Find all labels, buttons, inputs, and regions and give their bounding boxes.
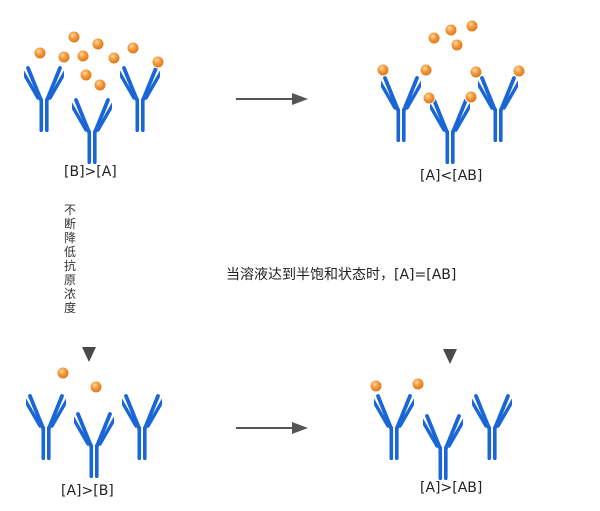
- antigen-icon: [89, 380, 103, 394]
- label-bottom-left: [A]>[B]: [61, 483, 114, 499]
- bound-antigen-icon: [469, 65, 483, 79]
- antigen-icon: [427, 31, 441, 45]
- antibody-icon: [430, 98, 470, 166]
- antibody-icon: [24, 66, 64, 134]
- antigen-icon: [57, 50, 71, 64]
- antibody-icon: [423, 414, 463, 482]
- bound-antigen-icon: [464, 90, 478, 104]
- arrow-right-bottom: [236, 422, 308, 434]
- antigen-icon: [67, 30, 81, 44]
- antibody-icon: [72, 98, 112, 166]
- antigen-icon: [91, 37, 105, 51]
- antigen-icon: [465, 19, 479, 33]
- antibody-icon: [120, 66, 160, 134]
- annotation-decrease-antigen: 不断降低抗原浓度: [63, 203, 76, 315]
- panel-top-left: [24, 30, 165, 166]
- antibody-icon: [381, 76, 421, 144]
- bound-antigen-icon: [369, 379, 383, 393]
- antigen-icon: [107, 51, 121, 65]
- label-top-right: [A]<[AB]: [420, 168, 483, 184]
- label-top-left: [B]>[A]: [64, 164, 117, 180]
- antibody-icon: [374, 394, 414, 462]
- antigen-cluster: [376, 19, 526, 105]
- antibody-icon: [122, 394, 162, 462]
- antigen-icon: [444, 23, 458, 37]
- panel-top-right: [376, 19, 526, 166]
- antigen-icon: [33, 46, 47, 60]
- antigen-cluster: [33, 30, 165, 92]
- bound-antigen-icon: [411, 377, 425, 391]
- bound-antigen-icon: [422, 91, 436, 105]
- arrow-down-left: [82, 195, 96, 362]
- antibody-icon: [74, 412, 114, 480]
- antibody-icon: [478, 76, 518, 144]
- arrow-down-right: [443, 195, 457, 364]
- antigen-icon: [450, 38, 464, 52]
- label-bottom-right: [A]>[AB]: [420, 480, 483, 496]
- antigen-icon: [76, 49, 90, 63]
- arrow-right-top: [236, 93, 308, 105]
- antigen-icon: [126, 41, 140, 55]
- antigen-icon: [93, 78, 107, 92]
- bound-antigen-icon: [512, 64, 526, 78]
- panel-bottom-right: [369, 377, 512, 482]
- annotation-half-saturation: 当溶液达到半饱和状态时，[A]=[AB]: [226, 267, 457, 283]
- antigen-icon: [56, 366, 70, 380]
- antibody-icon: [472, 394, 512, 462]
- antigen-icon: [151, 55, 165, 69]
- panel-bottom-left: [26, 366, 162, 480]
- bound-antigen-icon: [419, 63, 433, 77]
- antibody-icon: [26, 394, 66, 462]
- antigen-icon: [79, 68, 93, 82]
- bound-antigen-icon: [376, 63, 390, 77]
